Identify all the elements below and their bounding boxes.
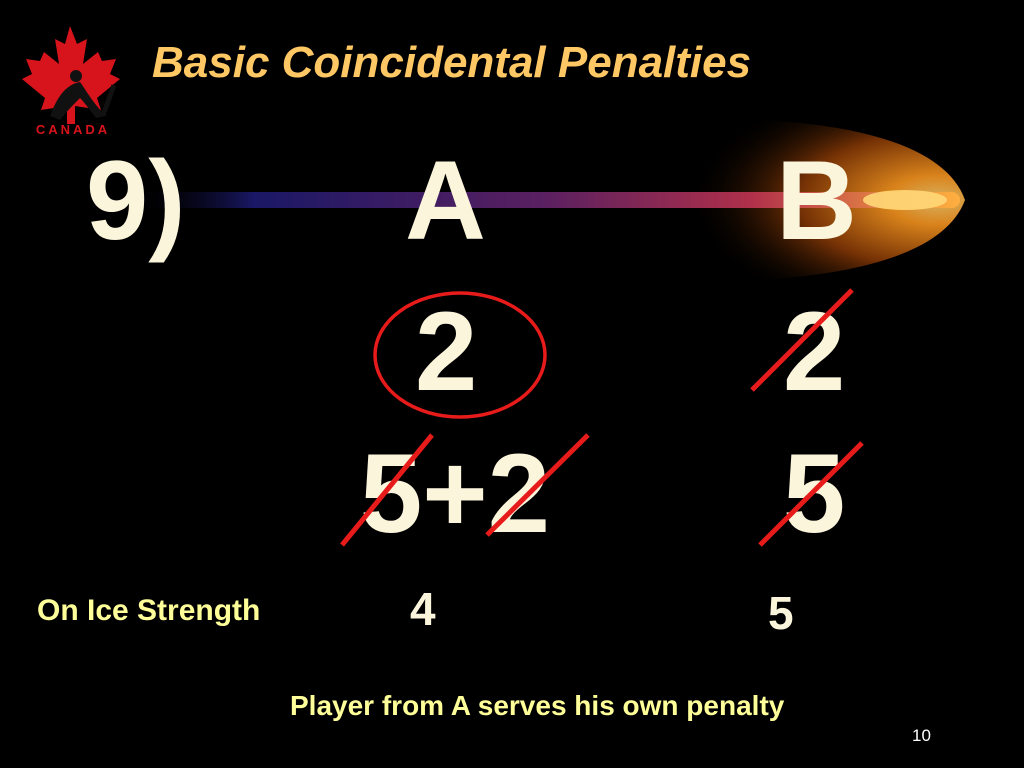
on-ice-strength-label: On Ice Strength <box>37 594 261 627</box>
scenario-number: 9) <box>86 138 186 263</box>
team-a-major-penalty: 5+2 <box>360 431 550 556</box>
circle-mark <box>373 291 547 419</box>
hockey-canada-logo: CANADA <box>10 24 136 140</box>
team-b-heading: B <box>776 138 857 263</box>
strike-mark-b-minor <box>750 288 854 392</box>
maple-leaf-icon <box>22 26 120 124</box>
team-a-minor-penalty: 2 <box>415 289 478 414</box>
explanation-note: Player from A serves his own penalty <box>290 690 785 721</box>
team-a-heading: A <box>405 138 486 263</box>
team-a-strength: 4 <box>410 583 436 635</box>
logo-text: CANADA <box>35 122 111 137</box>
strike-mark-a-five <box>340 433 434 547</box>
slide-number: 10 <box>912 726 931 745</box>
strike-mark-b-five <box>758 441 864 547</box>
slide-title: Basic Coincidental Penalties <box>152 38 752 87</box>
team-b-strength: 5 <box>768 587 794 639</box>
strike-mark-a-two <box>485 433 590 537</box>
